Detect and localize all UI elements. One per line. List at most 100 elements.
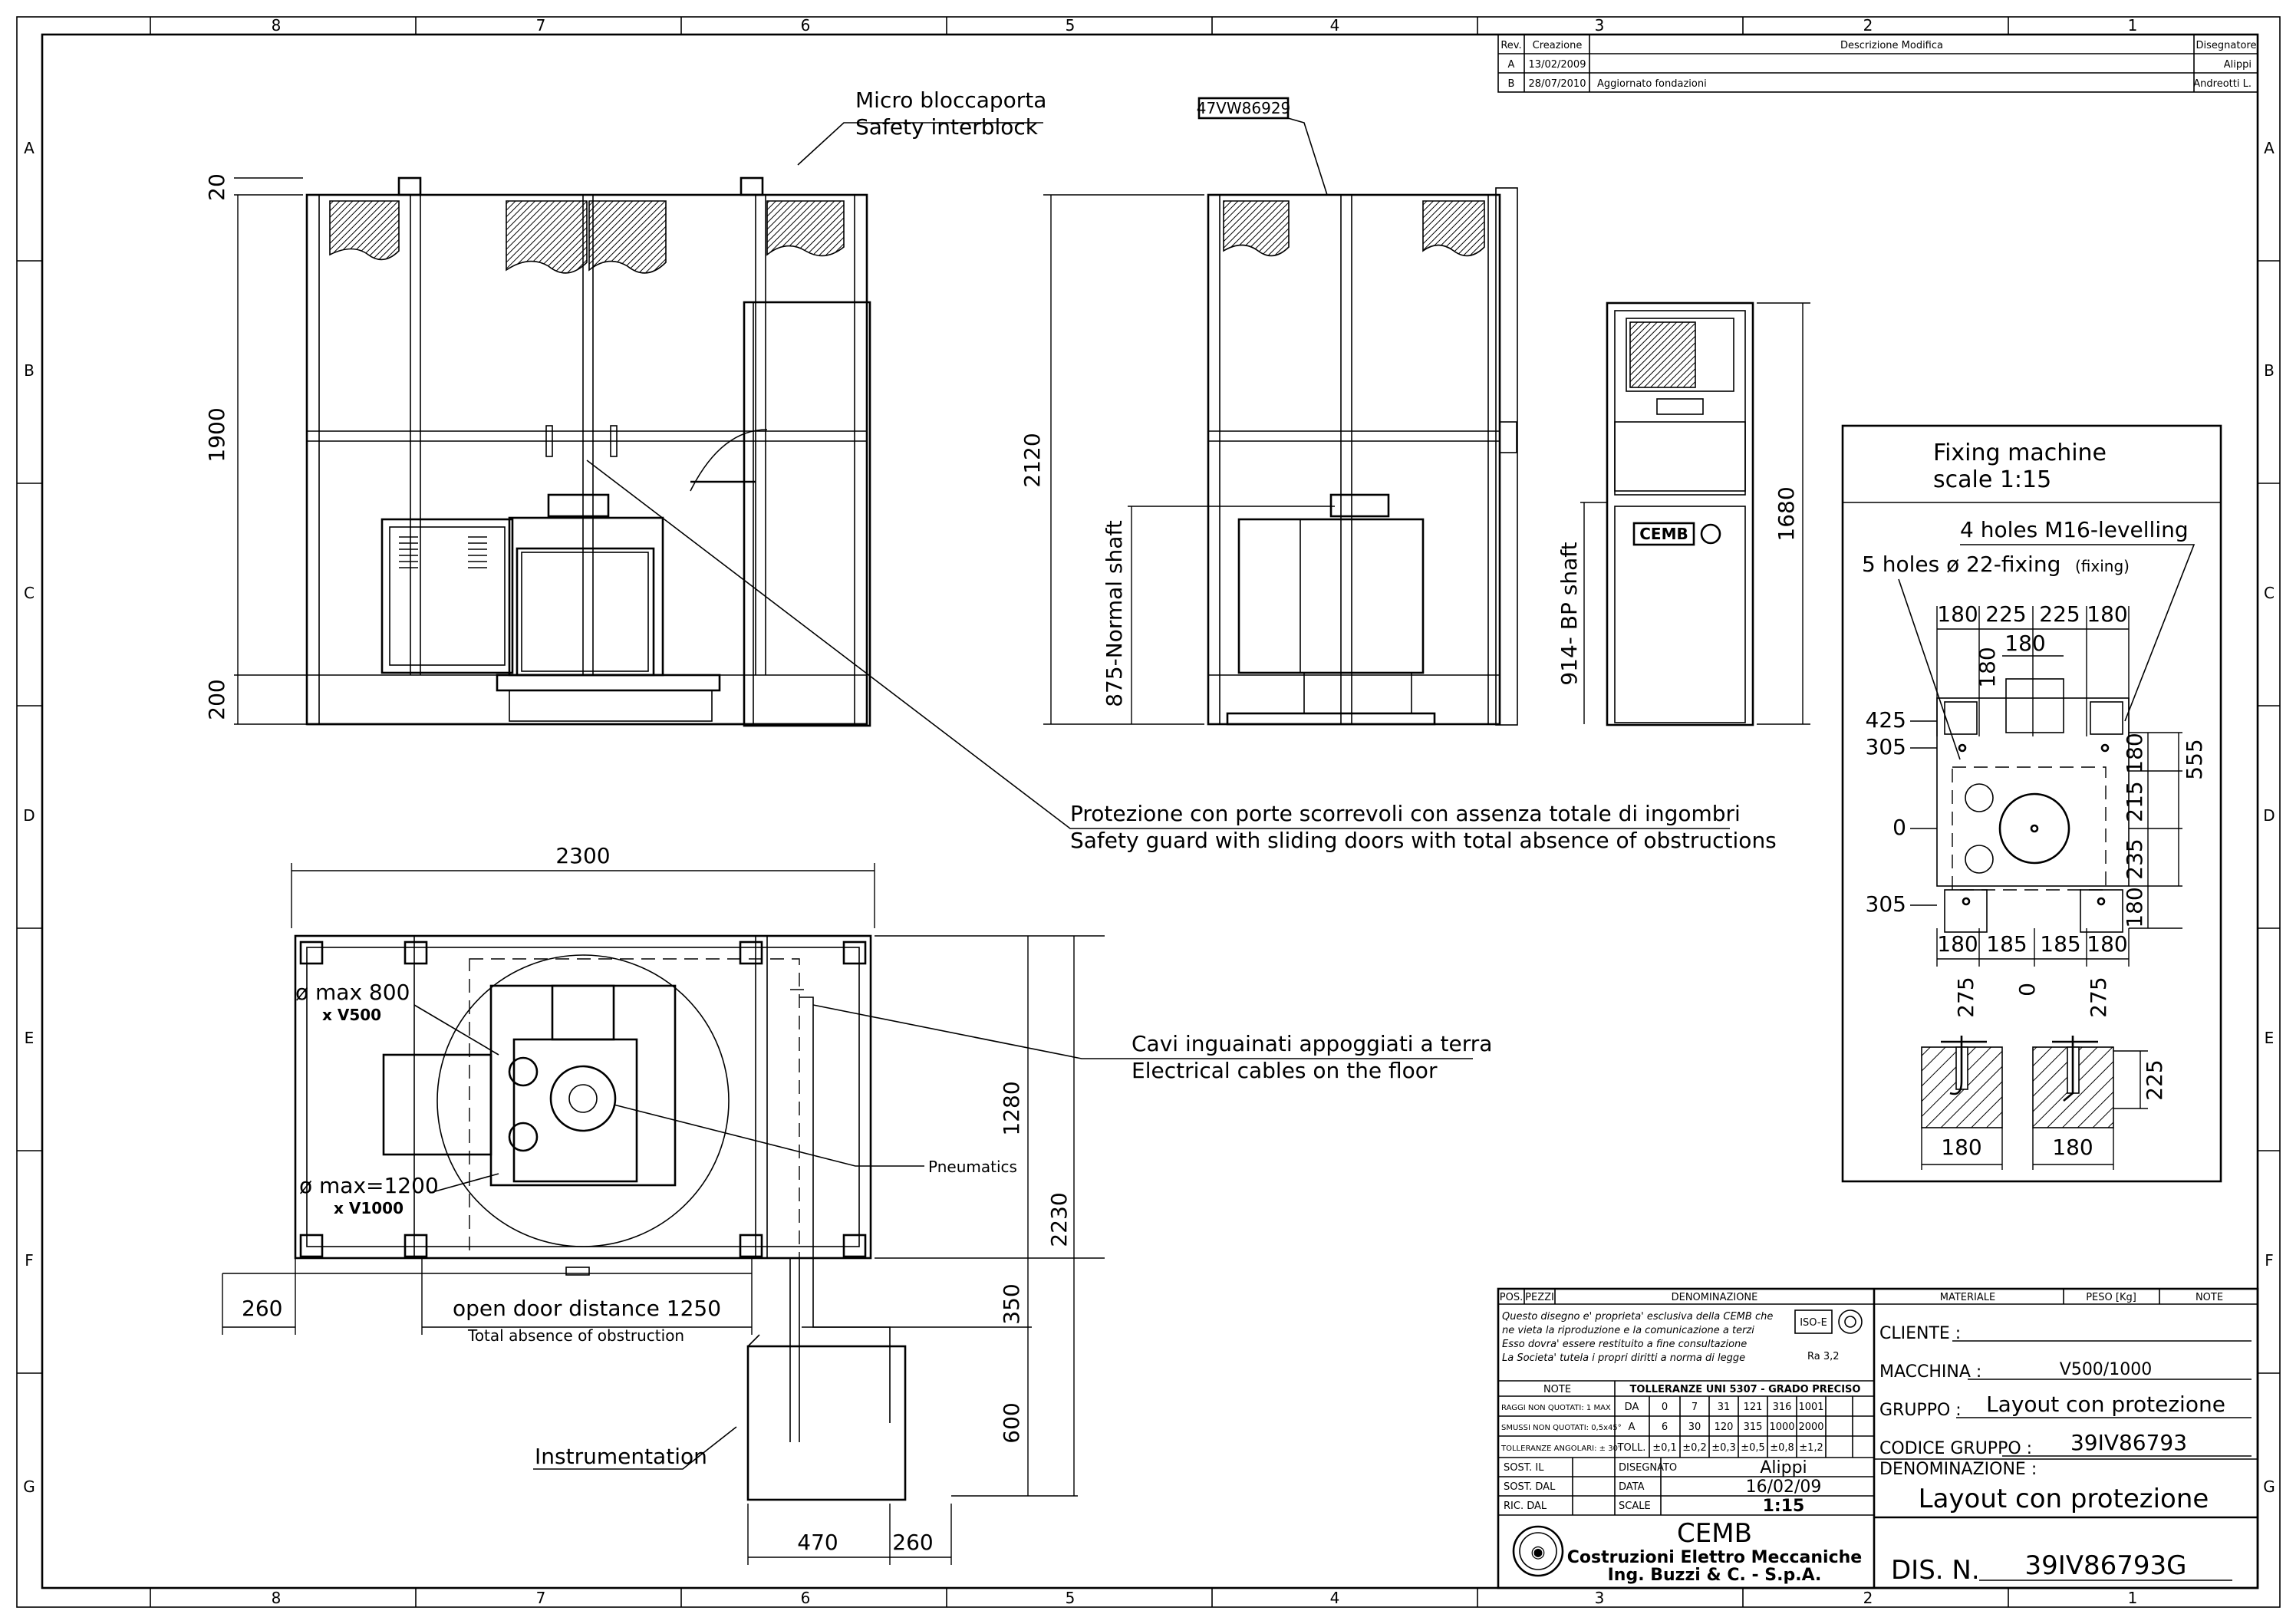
disegnato-label: DISEGNATO: [1619, 1462, 1677, 1474]
fix-bottom-mark: 275: [1953, 977, 1978, 1017]
column-label: 4: [1330, 16, 1340, 35]
tol-cell: DA: [1625, 1402, 1639, 1413]
tolerance-header: TOLLERANZE UNI 5307 - GRADO PRECISO: [1630, 1384, 1861, 1395]
tol-cell: 1001: [1798, 1402, 1823, 1413]
iso-mark: ISO-E: [1800, 1317, 1827, 1329]
dim-1680: 1680: [1774, 486, 1799, 541]
tol-cell: ±0,5: [1741, 1442, 1765, 1454]
data-label: DATA: [1619, 1481, 1645, 1493]
tb-note-label: NOTE: [1543, 1384, 1571, 1395]
fix-right-total: 555: [2182, 739, 2207, 779]
tol-cell: 315: [1744, 1421, 1763, 1433]
macchina-value: V500/1000: [2060, 1360, 2152, 1379]
dim-470: 470: [797, 1530, 838, 1555]
gruppo-value: Layout con protezione: [1986, 1392, 2225, 1417]
tb-peso-header: PESO [Kg]: [2086, 1292, 2136, 1303]
sost-dal: SOST. DAL: [1504, 1481, 1556, 1493]
fix-top-dim: 180: [2087, 601, 2127, 627]
rev-header: Disegnatore: [2196, 40, 2257, 51]
label-v500: x V500: [322, 1006, 381, 1024]
company-sub2: Ing. Buzzi & C. - S.p.A.: [1608, 1566, 1822, 1585]
interlock-label-en: Safety interblock: [855, 114, 1039, 140]
denominazione-label: DENOMINAZIONE :: [1879, 1460, 2037, 1479]
ric-dal: RIC. DAL: [1504, 1500, 1547, 1512]
dim-350: 350: [999, 1283, 1024, 1324]
rev-header: Creazione: [1533, 40, 1583, 51]
dim-260-left: 260: [242, 1296, 282, 1321]
dis-value: 39IV86793G: [2024, 1550, 2186, 1581]
fix-bottom-mark: 275: [2086, 977, 2111, 1017]
fix-bottom-dim: 180: [2087, 931, 2127, 957]
label-max800: ø max 800: [295, 980, 410, 1005]
plan-view: 2300 ø max 800 x V500 ø max=1200 x: [222, 843, 1492, 1565]
column-label: 3: [1595, 1589, 1605, 1607]
column-label: 8: [272, 1589, 282, 1607]
codice-label: CODICE GRUPPO :: [1879, 1439, 2032, 1458]
row-label: E: [25, 1029, 35, 1047]
sost-il: SOST. IL: [1504, 1462, 1544, 1474]
row-label: B: [2264, 361, 2275, 380]
tb-denominazione-header: DENOMINAZIONE: [1672, 1292, 1758, 1303]
holes-22: 5 holes ø 22-fixing: [1862, 552, 2060, 577]
guard-label-en: Safety guard with sliding doors with tot…: [1070, 828, 1777, 853]
fix-y-label: 0: [1892, 815, 1906, 840]
denominazione-value: Layout con protezione: [1919, 1484, 2209, 1514]
company-name: CEMB: [1677, 1518, 1752, 1549]
rev-date: 13/02/2009: [1529, 59, 1586, 71]
label-pneumatics: Pneumatics: [928, 1158, 1017, 1176]
roughness: Ra 3,2: [1807, 1351, 1840, 1362]
rev-author: Alippi: [2224, 59, 2252, 71]
label-v1000: x V1000: [334, 1199, 404, 1217]
tol-cell: ±0,2: [1682, 1442, 1707, 1454]
fix-bottom-dim: 180: [1937, 931, 1978, 957]
fix-bottom-dim: 185: [2040, 931, 2080, 957]
tb-materiale-header: MATERIALE: [1940, 1292, 1995, 1303]
column-label: 3: [1595, 16, 1605, 35]
tol-cell: 316: [1773, 1402, 1792, 1413]
tol-cell: 7: [1692, 1402, 1698, 1413]
spindle-icon: [549, 1065, 617, 1132]
guard-callout: Protezione con porte scorrevoli con asse…: [586, 460, 1777, 853]
row-label: E: [2265, 1029, 2275, 1047]
tb-pos: POS.: [1500, 1292, 1523, 1303]
cliente-label: CLIENTE :: [1879, 1324, 1961, 1343]
column-label: 7: [536, 1589, 546, 1607]
codice-value: 39IV86793: [2070, 1430, 2187, 1455]
open-door-distance: open door distance 1250: [453, 1296, 721, 1321]
fix-y-label: 305: [1866, 891, 1906, 917]
holes-m16: 4 holes M16-levelling: [1960, 517, 2189, 542]
tol-cell: TOLLERANZE ANGOLARI: ± 30': [1500, 1444, 1620, 1453]
row-label: G: [2263, 1477, 2275, 1496]
guard-label-it: Protezione con porte scorrevoli con asse…: [1070, 801, 1741, 826]
tol-cell: ±1,2: [1799, 1442, 1823, 1454]
tol-cell: 1000: [1769, 1421, 1794, 1433]
interlock-right-icon: [740, 176, 764, 196]
tb-note-header: NOTE: [2196, 1292, 2223, 1303]
macchina-label: MACCHINA :: [1879, 1362, 1981, 1382]
dim-bp-shaft: 914- BP shaft: [1556, 542, 1582, 685]
company-sub1: Costruzioni Elettro Meccaniche: [1567, 1548, 1862, 1567]
tb-pezzi: PEZZI: [1525, 1292, 1554, 1303]
row-label: F: [2265, 1251, 2274, 1270]
fixing-note: (fixing): [2075, 557, 2130, 575]
dim-normal-shaft: 875-Normal shaft: [1102, 520, 1127, 707]
column-label: 7: [536, 16, 546, 35]
tol-cell: A: [1629, 1421, 1636, 1433]
column-label: 1: [2128, 16, 2138, 35]
row-label: G: [23, 1477, 35, 1496]
data-value: 16/02/09: [1746, 1477, 1822, 1497]
rev-header: Descrizione Modifica: [1840, 40, 1943, 51]
dim-2300: 2300: [555, 843, 610, 868]
row-label: F: [25, 1251, 34, 1270]
column-label: 5: [1066, 1589, 1076, 1607]
scale-label: SCALE: [1619, 1500, 1651, 1512]
tol-cell: 6: [1662, 1421, 1668, 1433]
rev-letter: A: [1508, 59, 1515, 71]
fix-top-dim: 180: [1937, 601, 1978, 627]
tol-cell: 31: [1718, 1402, 1731, 1413]
column-label: 6: [801, 16, 811, 35]
row-label: C: [2264, 584, 2275, 602]
column-label: 1: [2128, 1589, 2138, 1607]
fix-right-dim: 215: [2122, 781, 2147, 822]
